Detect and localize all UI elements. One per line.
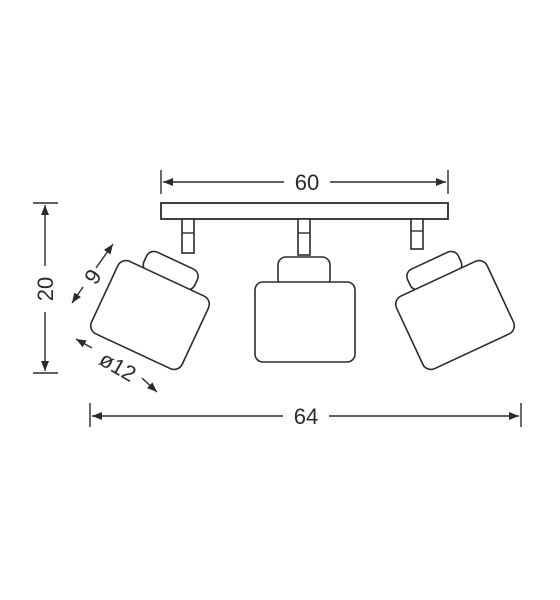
- dimension-overall-width: 64: [89, 403, 522, 429]
- depth-leader-lower: [71, 286, 84, 304]
- dimension-bar-length: 60: [160, 170, 449, 195]
- label-height: 20: [33, 277, 58, 301]
- mounting-bar: [160, 202, 449, 220]
- spotlight-right: [394, 218, 516, 371]
- shade-right: [394, 259, 516, 371]
- swivel-stem-center: [297, 218, 311, 256]
- depth-leader-upper: [95, 243, 114, 269]
- spotlight-center: [254, 218, 356, 363]
- swivel-stem-left: [181, 218, 195, 254]
- label-bar-length: 60: [295, 170, 319, 195]
- diameter-leader-left: [75, 338, 93, 349]
- dimension-height: 20: [33, 202, 58, 374]
- diameter-leader-right: [141, 377, 158, 393]
- spotlight-left: [89, 218, 211, 371]
- shade-left: [89, 259, 211, 371]
- label-overall-width: 64: [294, 404, 318, 429]
- label-shade-depth: 9: [79, 265, 107, 289]
- swivel-stem-right: [410, 218, 424, 250]
- shade-center: [254, 281, 356, 363]
